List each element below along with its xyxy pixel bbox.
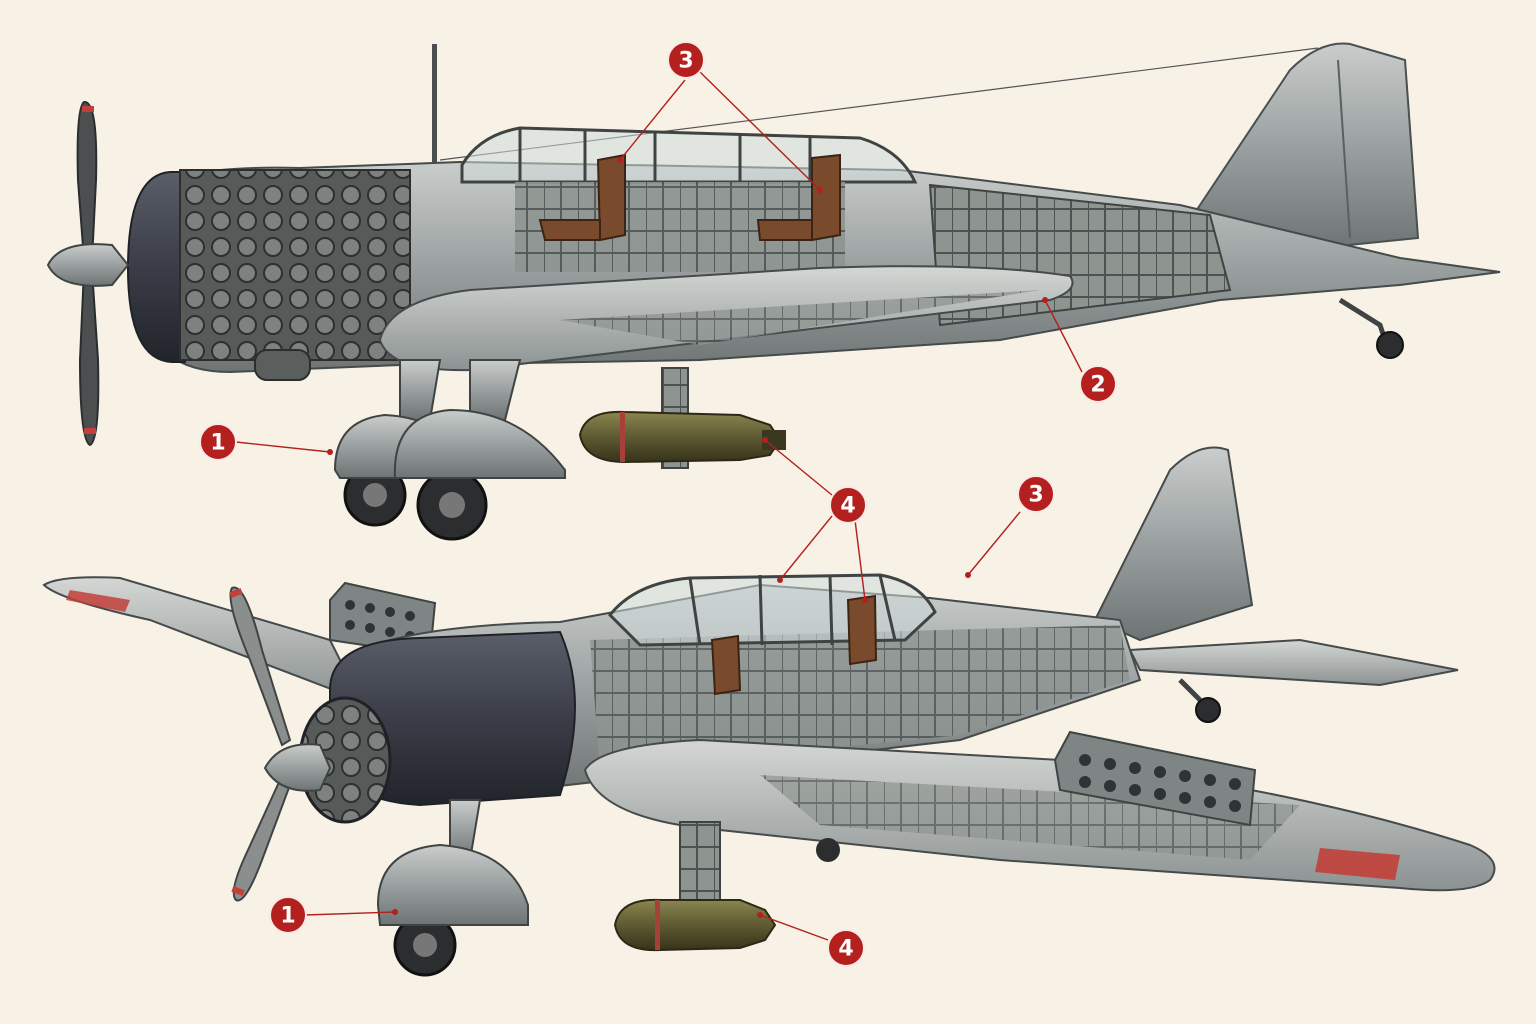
callout-marker-perspective-4-bomb: 4 [827, 929, 865, 967]
side-bomb [578, 410, 786, 464]
vertical-stabilizer [1188, 42, 1420, 252]
svg-text:2: 2 [1090, 373, 1105, 398]
callout-leaders [235, 71, 1083, 941]
tail-wheel [1338, 297, 1404, 359]
callout-marker-perspective-1: 1 [269, 896, 307, 934]
side-landing-gear [333, 359, 566, 541]
antenna-mast [432, 44, 437, 164]
engine-cowling [126, 171, 186, 363]
side-view-aircraft [46, 42, 1501, 541]
callout-marker-side-4: 4 [829, 486, 867, 524]
callout-marker-side-2: 2 [1079, 365, 1117, 403]
perspective-landing-gear [376, 799, 840, 977]
svg-text:3: 3 [678, 49, 693, 74]
svg-text:1: 1 [280, 904, 295, 929]
perspective-bomb-rack [679, 821, 721, 903]
rear-seat [811, 153, 841, 242]
canopy [460, 126, 918, 184]
svg-text:1: 1 [210, 431, 225, 456]
callout-marker-side-3: 3 [667, 41, 705, 79]
svg-text:4: 4 [838, 937, 853, 962]
wing-ribs [560, 290, 1040, 345]
perspective-tail-wheel [1178, 678, 1221, 723]
perspective-bomb [613, 898, 777, 952]
callout-marker-perspective-3: 3 [1017, 475, 1055, 513]
perspective-canopy [608, 573, 937, 647]
near-wing-hinomaru [1315, 848, 1400, 880]
wheel-spat-front [393, 408, 566, 479]
near-dive-brake [1053, 730, 1257, 827]
perspective-propeller [229, 586, 332, 902]
engine-cylinders [179, 169, 411, 361]
perspective-view-aircraft [42, 446, 1496, 977]
perspective-wheel-spat [376, 843, 529, 926]
perspective-vertical-stabilizer [1093, 446, 1254, 642]
svg-text:4: 4 [840, 494, 855, 519]
svg-text:3: 3 [1028, 483, 1043, 508]
perspective-front-seat [710, 634, 742, 696]
horizontal-stabilizer [1128, 638, 1459, 687]
near-wing-ribs [760, 775, 1300, 860]
callout-marker-side-1: 1 [199, 423, 237, 461]
side-propeller [46, 101, 130, 447]
perspective-rear-seat [846, 594, 878, 666]
front-seat [596, 153, 626, 242]
